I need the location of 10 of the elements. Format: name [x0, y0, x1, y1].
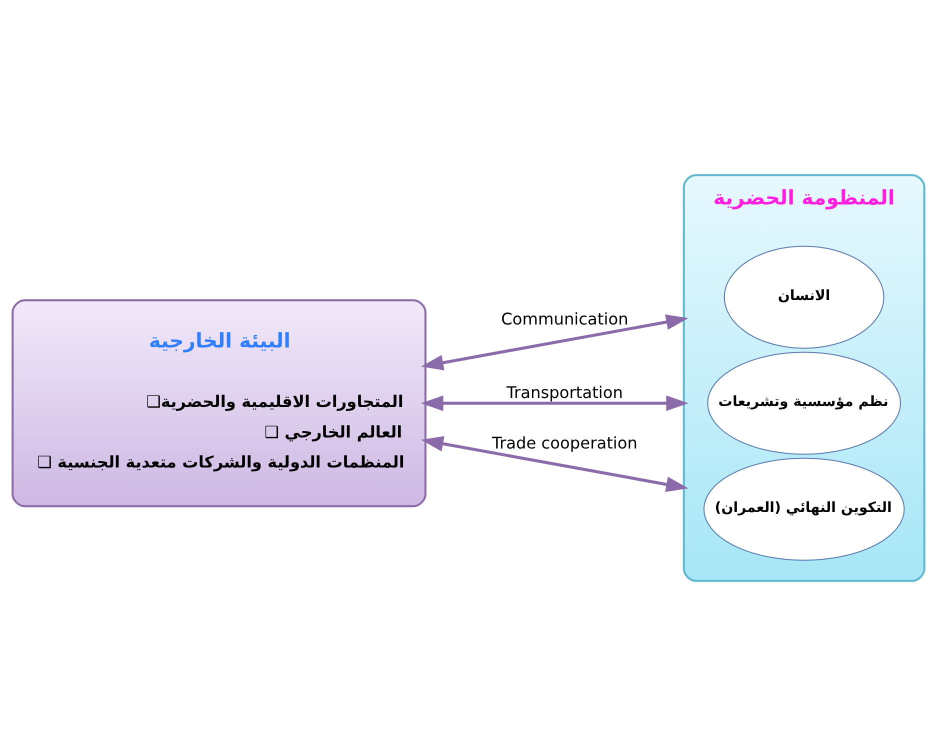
edge-label: Communication [501, 309, 628, 328]
arrow [421, 395, 688, 412]
node-ellipse: التكوين النهائي (العمران) [703, 458, 905, 561]
node-ellipse: الانسان [724, 246, 884, 349]
arrow [421, 436, 688, 492]
node-box: البيئة الخارجية ❑المتجاورات الاقليمية والحضرية ❑ العالم الخارجي ❑ المنظمات الدولية والشركات متعدية الجنسية [12, 299, 426, 508]
edge-label: Trade cooperation [492, 433, 638, 452]
arrow [421, 314, 688, 370]
node-ellipse: نظم مؤسسية وتشريعات [707, 352, 901, 455]
edge-label: Transportation [506, 382, 624, 402]
